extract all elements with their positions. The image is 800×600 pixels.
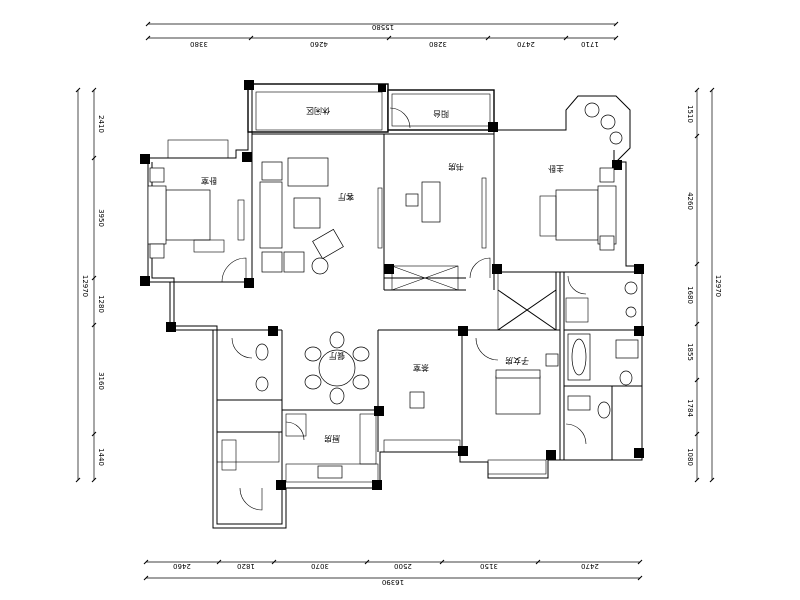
dim-left-2: 3950 xyxy=(97,209,105,227)
dim-top-5: 1710 xyxy=(581,40,599,48)
dimension-top: 15580 3380 4260 3280 2470 1710 xyxy=(145,21,619,48)
dimension-right: 1510 4260 1680 1855 1784 1080 12970 xyxy=(686,87,722,483)
dim-left-4: 3160 xyxy=(97,372,105,390)
dimension-left: 12970 2410 3950 1280 3160 1440 xyxy=(75,87,105,483)
dim-top-1: 3380 xyxy=(190,40,208,48)
room-label-study: 书房 xyxy=(448,162,464,172)
columns xyxy=(140,80,644,490)
dim-left-3: 1280 xyxy=(97,295,105,313)
room-label-kitchen: 厨房 xyxy=(324,434,340,444)
dimension-bottom: 2460 1820 3070 2500 3150 2470 16390 xyxy=(143,559,643,586)
room-label-living: 客厅 xyxy=(338,192,354,202)
dim-bottom-total: 16390 xyxy=(382,578,404,586)
room-label-master: 主卧 xyxy=(548,164,564,174)
room-label-leisure: 休闲区 xyxy=(306,106,330,116)
dim-top-4: 2470 xyxy=(517,40,535,48)
dim-right-total: 12970 xyxy=(714,275,722,297)
room-label-tea: 茶室 xyxy=(413,363,429,373)
dim-bottom-2: 1820 xyxy=(237,562,255,570)
dim-right-4: 1855 xyxy=(686,343,694,361)
dim-bottom-6: 2470 xyxy=(581,562,599,570)
dim-bottom-3: 3070 xyxy=(311,562,329,570)
dim-right-5: 1784 xyxy=(686,399,694,417)
dim-left-total: 12970 xyxy=(81,275,89,297)
dim-top-3: 3280 xyxy=(429,40,447,48)
room-label-kids: 子女房 xyxy=(505,356,529,366)
dim-bottom-1: 2460 xyxy=(173,562,191,570)
doors xyxy=(221,107,587,511)
dim-bottom-4: 2500 xyxy=(394,562,412,570)
dim-left-1: 2410 xyxy=(97,115,105,133)
room-labels: 休闲区 阳台 卧室 客厅 书房 主卧 餐厅 茶室 子女房 厨房 xyxy=(201,106,564,444)
dim-right-2: 4260 xyxy=(686,192,694,210)
dim-top-total: 15580 xyxy=(372,23,394,31)
dim-right-1: 1510 xyxy=(686,105,694,123)
walls xyxy=(147,83,643,529)
room-label-balcony: 阳台 xyxy=(433,109,449,119)
room-label-dining: 餐厅 xyxy=(329,351,345,360)
dim-top-2: 4260 xyxy=(310,40,328,48)
dim-left-5: 1440 xyxy=(97,448,105,466)
room-label-bedroom: 卧室 xyxy=(201,176,217,186)
furniture xyxy=(147,102,639,483)
dim-right-3: 1680 xyxy=(686,286,694,304)
dim-bottom-5: 3150 xyxy=(480,562,498,570)
dim-right-6: 1080 xyxy=(686,448,694,466)
